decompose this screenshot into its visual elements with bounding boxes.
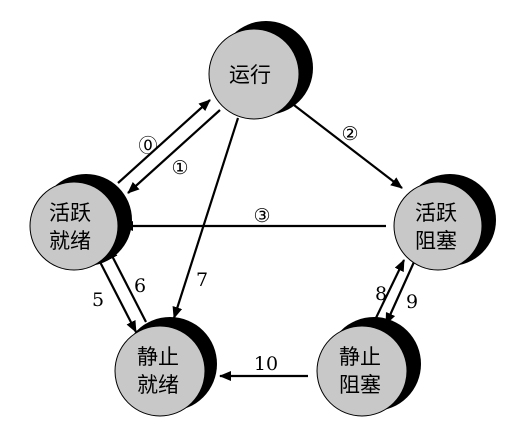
- edge-labels: ⓪ ① ② ③ 5 6 7 8 9 10: [92, 123, 418, 375]
- node-static-ready-circle: [114, 325, 206, 417]
- node-active-blocked-label-line2: 阻塞: [415, 229, 457, 253]
- edge-2-line: [289, 101, 403, 189]
- node-static-blocked-label-line1: 静止: [339, 345, 381, 369]
- edge-5-line: [97, 257, 137, 333]
- edge-7-label: 7: [196, 269, 208, 291]
- edge-7-line: [172, 117, 240, 319]
- edge-0-line: [117, 99, 211, 184]
- node-active-ready-circle: [29, 181, 119, 271]
- edge-8-label: 8: [375, 283, 387, 305]
- node-static-blocked-label-line2: 阻塞: [339, 373, 381, 397]
- edge-9-line: [384, 261, 416, 325]
- node-static-ready-label-line1: 静止: [137, 345, 179, 369]
- edge-8-line: [373, 259, 405, 323]
- node-active-blocked-label-line1: 活跃: [415, 201, 457, 225]
- edge-2-label: ②: [341, 123, 358, 145]
- edge-6-line: [107, 247, 147, 323]
- node-active-ready: 活跃 就绪: [29, 174, 132, 271]
- node-static-blocked: 静止 阻塞: [316, 317, 421, 417]
- edge-6-label: 6: [134, 275, 146, 297]
- node-active-ready-label-line1: 活跃: [49, 201, 91, 225]
- node-running-label: 运行: [229, 63, 271, 87]
- edge-1-label: ①: [171, 157, 188, 179]
- node-active-blocked-circle: [393, 181, 483, 271]
- edge-10-label: 10: [254, 353, 278, 375]
- edge-1-line: [127, 109, 221, 194]
- node-static-blocked-circle: [316, 325, 408, 417]
- node-running-circle: [208, 28, 300, 120]
- node-static-ready-label-line2: 就绪: [137, 373, 179, 397]
- node-active-blocked: 活跃 阻塞: [393, 174, 496, 271]
- edge-0-label: ⓪: [138, 135, 157, 157]
- edge-5-label: 5: [92, 289, 104, 311]
- edge-3-label: ③: [253, 205, 270, 227]
- edges: [97, 99, 416, 381]
- node-running: 运行: [208, 21, 313, 120]
- node-active-ready-label-line2: 就绪: [49, 229, 91, 253]
- node-static-ready: 静止 就绪: [114, 317, 217, 417]
- edge-9-label: 9: [406, 291, 418, 313]
